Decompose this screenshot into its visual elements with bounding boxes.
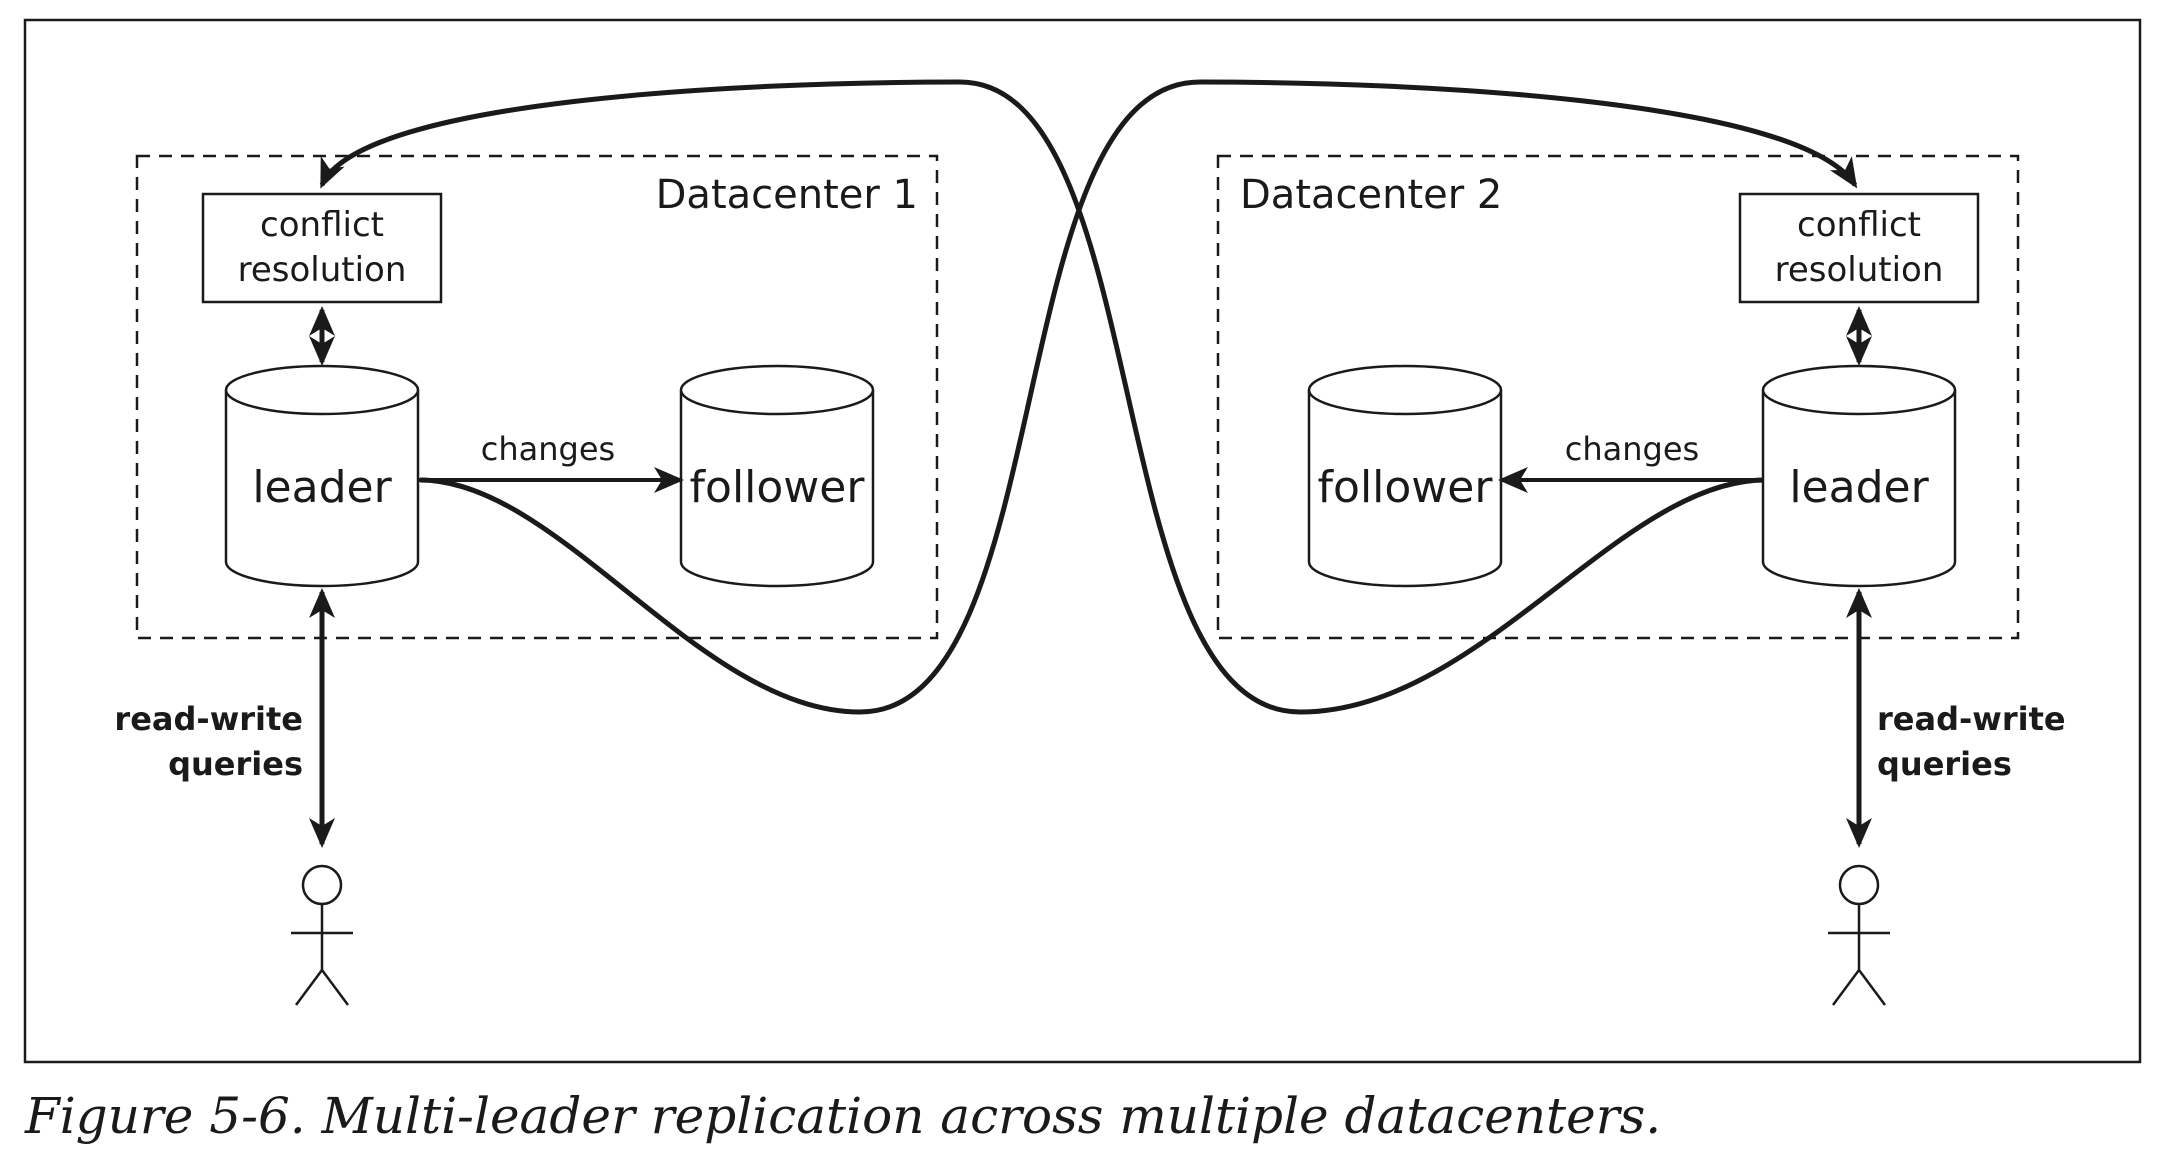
replication-curve-dc1-to-dc2: [419, 79, 1858, 715]
conflict-resolution-label-dc1-line1: conflict: [260, 205, 384, 245]
follower-label-dc1: follower: [690, 462, 866, 513]
changes-label-dc1: changes: [481, 430, 615, 468]
conflict-resolution-label-dc2-line1: conflict: [1797, 205, 1921, 245]
datacenter-2-box: [1216, 154, 2020, 640]
follower-cylinder-dc2: follower: [1307, 364, 1503, 588]
user-icon-dc1: [291, 864, 353, 1006]
follower-label-dc2: follower: [1318, 462, 1494, 513]
leader-label-dc2: leader: [1789, 462, 1929, 513]
conflict-resolution-label-dc1-line2: resolution: [238, 250, 407, 290]
replication-curve-dc2-to-dc1: [319, 79, 1766, 715]
leader-cylinder-dc1: leader: [224, 364, 420, 588]
datacenter-2-title: Datacenter 2: [1240, 172, 1502, 218]
conflict-resolution-box-dc2: [1738, 192, 1980, 304]
queries-label-dc2-line2: queries: [1877, 745, 2012, 783]
datacenter-1-title: Datacenter 1: [656, 172, 918, 218]
figure-frame: [23, 18, 2142, 1064]
leader-cylinder-dc2: leader: [1761, 364, 1957, 588]
conflict-resolution-label-dc2-line2: resolution: [1775, 250, 1944, 290]
changes-label-dc2: changes: [1565, 430, 1699, 468]
follower-cylinder-dc1: follower: [679, 364, 875, 588]
conflict-resolution-box-dc1: [201, 192, 443, 304]
user-icon-dc2: [1828, 864, 1890, 1006]
queries-label-dc1-line2: queries: [168, 745, 303, 783]
queries-label-dc2-line1: read-write: [1877, 700, 2066, 738]
leader-label-dc1: leader: [252, 462, 392, 513]
datacenter-1-box: [135, 154, 939, 640]
figure-caption: Figure 5-6. Multi-leader replication acr…: [24, 1087, 1661, 1145]
queries-label-dc1-line1: read-write: [114, 700, 303, 738]
